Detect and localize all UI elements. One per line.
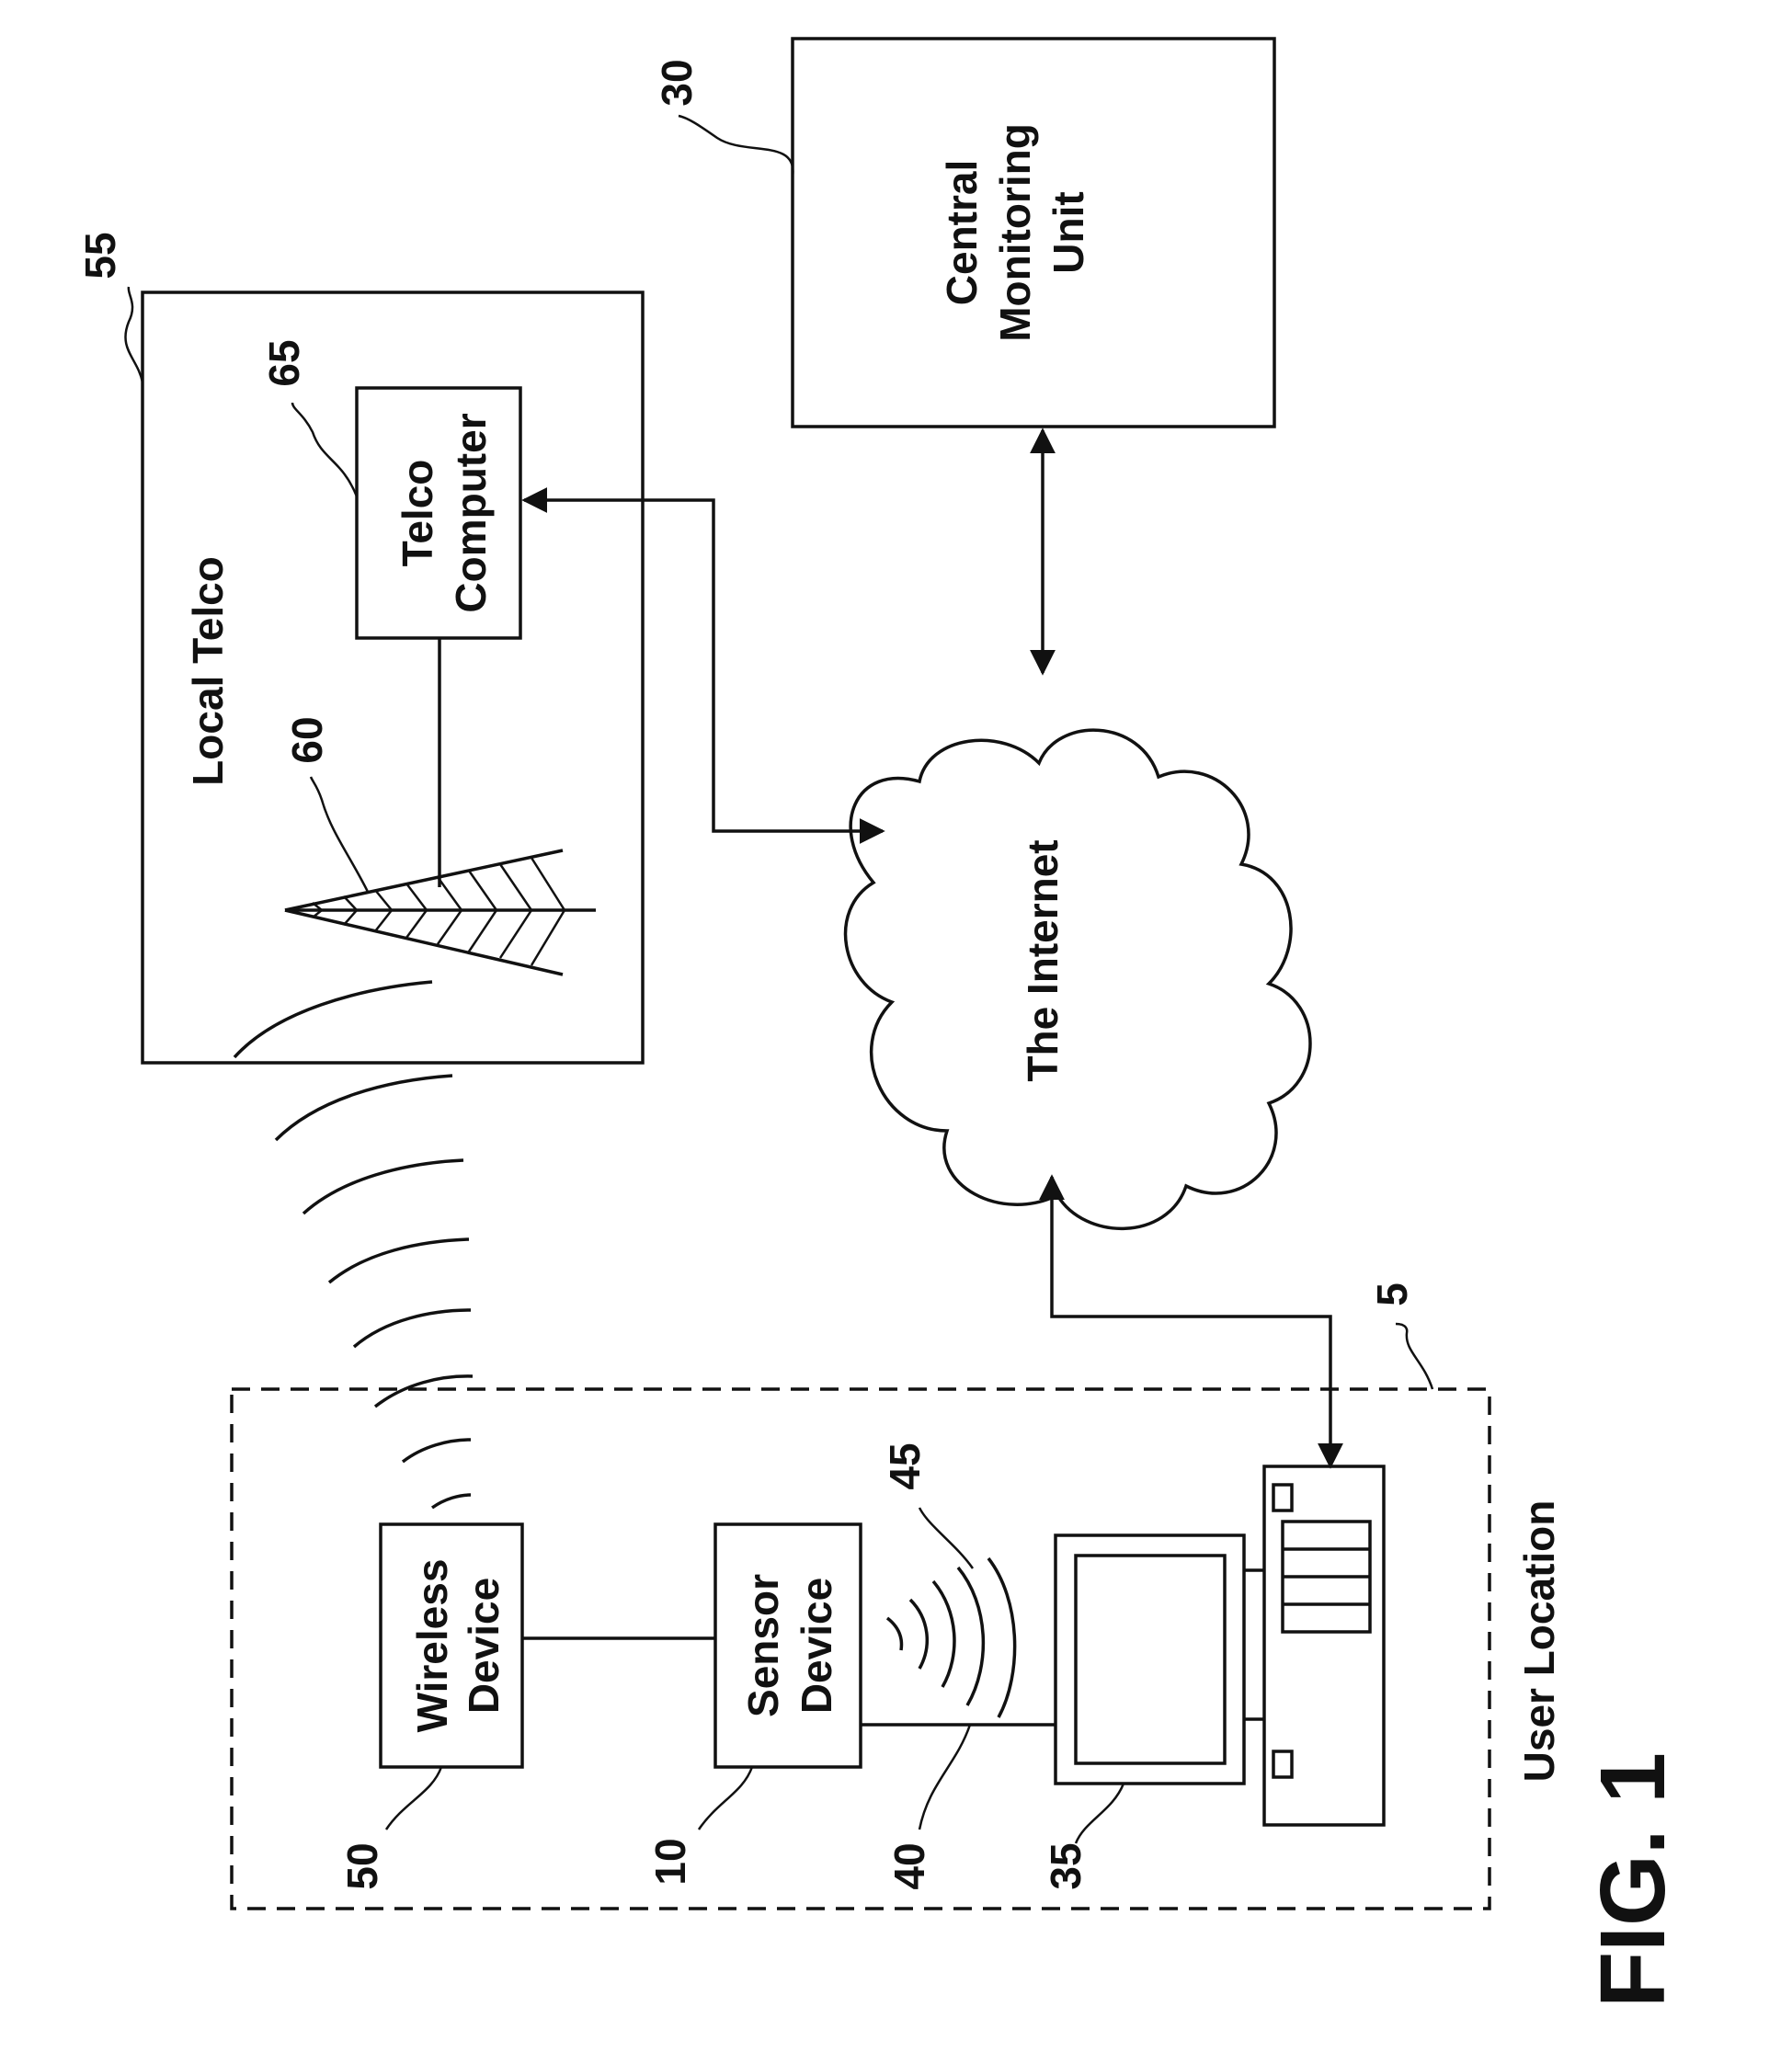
ref-60-leader xyxy=(311,777,368,892)
ref-5: 5 xyxy=(1368,1282,1416,1306)
ref-55-leader xyxy=(125,287,143,382)
local-telco-label: Local Telco xyxy=(184,556,232,786)
sensor-device-label-1: Sensor xyxy=(739,1574,787,1717)
ref-65-leader xyxy=(292,403,357,496)
wireless-device-label-2: Device xyxy=(460,1578,508,1714)
ref-65: 65 xyxy=(260,339,308,386)
telco-internet-arrow xyxy=(524,500,883,831)
ref-40: 40 xyxy=(885,1842,933,1889)
ref-45: 45 xyxy=(881,1442,929,1489)
internet-cloud-icon xyxy=(846,730,1310,1228)
ref-35: 35 xyxy=(1042,1842,1090,1889)
ref-50-leader xyxy=(386,1767,441,1830)
ref-55: 55 xyxy=(76,232,124,279)
radio-waves-icon xyxy=(234,982,473,1508)
ref-35-leader xyxy=(1076,1784,1124,1843)
ref-50: 50 xyxy=(338,1842,386,1889)
ref-5-leader xyxy=(1396,1324,1432,1389)
ref-30: 30 xyxy=(653,59,701,106)
ref-40-leader xyxy=(919,1725,970,1830)
sensor-device-label-2: Device xyxy=(793,1578,840,1714)
user-location-label: User Location xyxy=(1515,1500,1563,1783)
ref-10: 10 xyxy=(646,1838,694,1885)
ref-60: 60 xyxy=(283,716,331,763)
central-monitoring-unit-label-3: Unit xyxy=(1044,191,1092,273)
ref-10-leader xyxy=(699,1767,752,1830)
internet-pc-arrow xyxy=(1052,1177,1330,1466)
ref-45-leader xyxy=(919,1508,973,1568)
internet-label: The Internet xyxy=(1019,839,1067,1081)
telco-computer-label-2: Computer xyxy=(447,413,495,612)
central-monitoring-unit-label-2: Monitoring xyxy=(991,123,1039,342)
central-monitoring-unit-label-1: Central xyxy=(938,160,986,305)
wireless-device-label-1: Wireless xyxy=(408,1559,456,1733)
ref-30-leader xyxy=(679,116,793,177)
short-range-waves-icon xyxy=(887,1558,1015,1717)
personal-computer-icon xyxy=(1056,1466,1384,1825)
figure-label: FIG. 1 xyxy=(1581,1752,1684,2008)
telco-computer-label-1: Telco xyxy=(394,460,441,567)
